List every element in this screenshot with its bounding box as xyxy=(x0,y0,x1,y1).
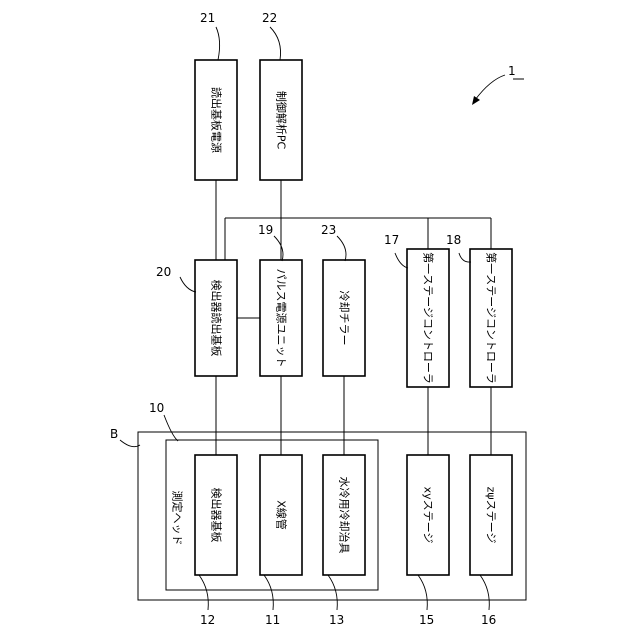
ref-17: 17 xyxy=(384,233,399,247)
ref-23: 23 xyxy=(321,223,336,237)
leader-23 xyxy=(337,236,346,261)
cooling-jig-label: 水冷用冷却治具 xyxy=(338,477,352,554)
leader-19 xyxy=(274,236,283,261)
figure-label: 1 xyxy=(508,64,516,78)
ref-21: 21 xyxy=(200,11,215,25)
detector-readout-block: 検出器読出基板 xyxy=(195,260,237,376)
stage-ctrl-1-block: 第一ステージコントローラ xyxy=(407,249,449,387)
ztheta-stage-label: zψステージ xyxy=(485,487,498,544)
measurement-head-label: 測定ヘッド xyxy=(171,491,185,546)
ref-20: 20 xyxy=(156,265,171,279)
ref-11: 11 xyxy=(265,613,280,627)
xray-tube-label: X線管 xyxy=(275,500,289,530)
detector-readout-label: 検出器読出基板 xyxy=(210,280,224,357)
leader-1-arrowhead xyxy=(472,96,480,105)
leader-17 xyxy=(395,253,408,268)
cooling-jig-block: 水冷用冷却治具 xyxy=(323,455,365,575)
ztheta-stage-block: zψステージ xyxy=(470,455,512,575)
leader-11 xyxy=(264,575,273,610)
leader-10 xyxy=(164,415,178,441)
chiller-label: 冷却チラー xyxy=(338,291,351,346)
ref-10: 10 xyxy=(149,401,164,415)
readout-power-block: 読出基板電源 xyxy=(195,60,237,180)
ref-12: 12 xyxy=(200,613,215,627)
detector-board-label: 検出器基板 xyxy=(210,488,224,543)
leader-20 xyxy=(180,277,196,292)
leader-b xyxy=(120,440,140,447)
pulse-power-block: パルス電源ユニット xyxy=(260,260,302,376)
leader-12 xyxy=(199,575,208,610)
control-pc-label: 制御解析PC xyxy=(275,91,289,150)
leader-15 xyxy=(418,575,427,610)
stage-ctrl-2-block: 第一ステージコントローラ xyxy=(470,249,512,387)
control-pc-block: 制御解析PC xyxy=(260,60,302,180)
xy-stage-block: xyステージ xyxy=(407,455,449,575)
detector-board-block: 検出器基板 xyxy=(195,455,237,575)
pulse-power-label: パルス電源ユニット xyxy=(275,269,289,368)
ref-15: 15 xyxy=(419,613,434,627)
xy-stage-label: xyステージ xyxy=(422,487,435,544)
leader-1 xyxy=(475,75,505,100)
stage-ctrl-2-label: 第一ステージコントローラ xyxy=(485,252,499,384)
ref-18: 18 xyxy=(446,233,461,247)
chiller-block: 冷却チラー xyxy=(323,260,365,376)
ref-b: B xyxy=(110,427,118,441)
ref-13: 13 xyxy=(329,613,344,627)
ref-22: 22 xyxy=(262,11,277,25)
leader-13 xyxy=(328,575,337,610)
ref-16: 16 xyxy=(481,613,496,627)
stage-ctrl-1-label: 第一ステージコントローラ xyxy=(422,252,436,384)
xray-tube-block: X線管 xyxy=(260,455,302,575)
leader-21 xyxy=(216,27,220,60)
ref-19: 19 xyxy=(258,223,273,237)
leader-16 xyxy=(480,575,489,610)
readout-power-label: 読出基板電源 xyxy=(210,87,224,153)
leader-22 xyxy=(270,27,281,60)
